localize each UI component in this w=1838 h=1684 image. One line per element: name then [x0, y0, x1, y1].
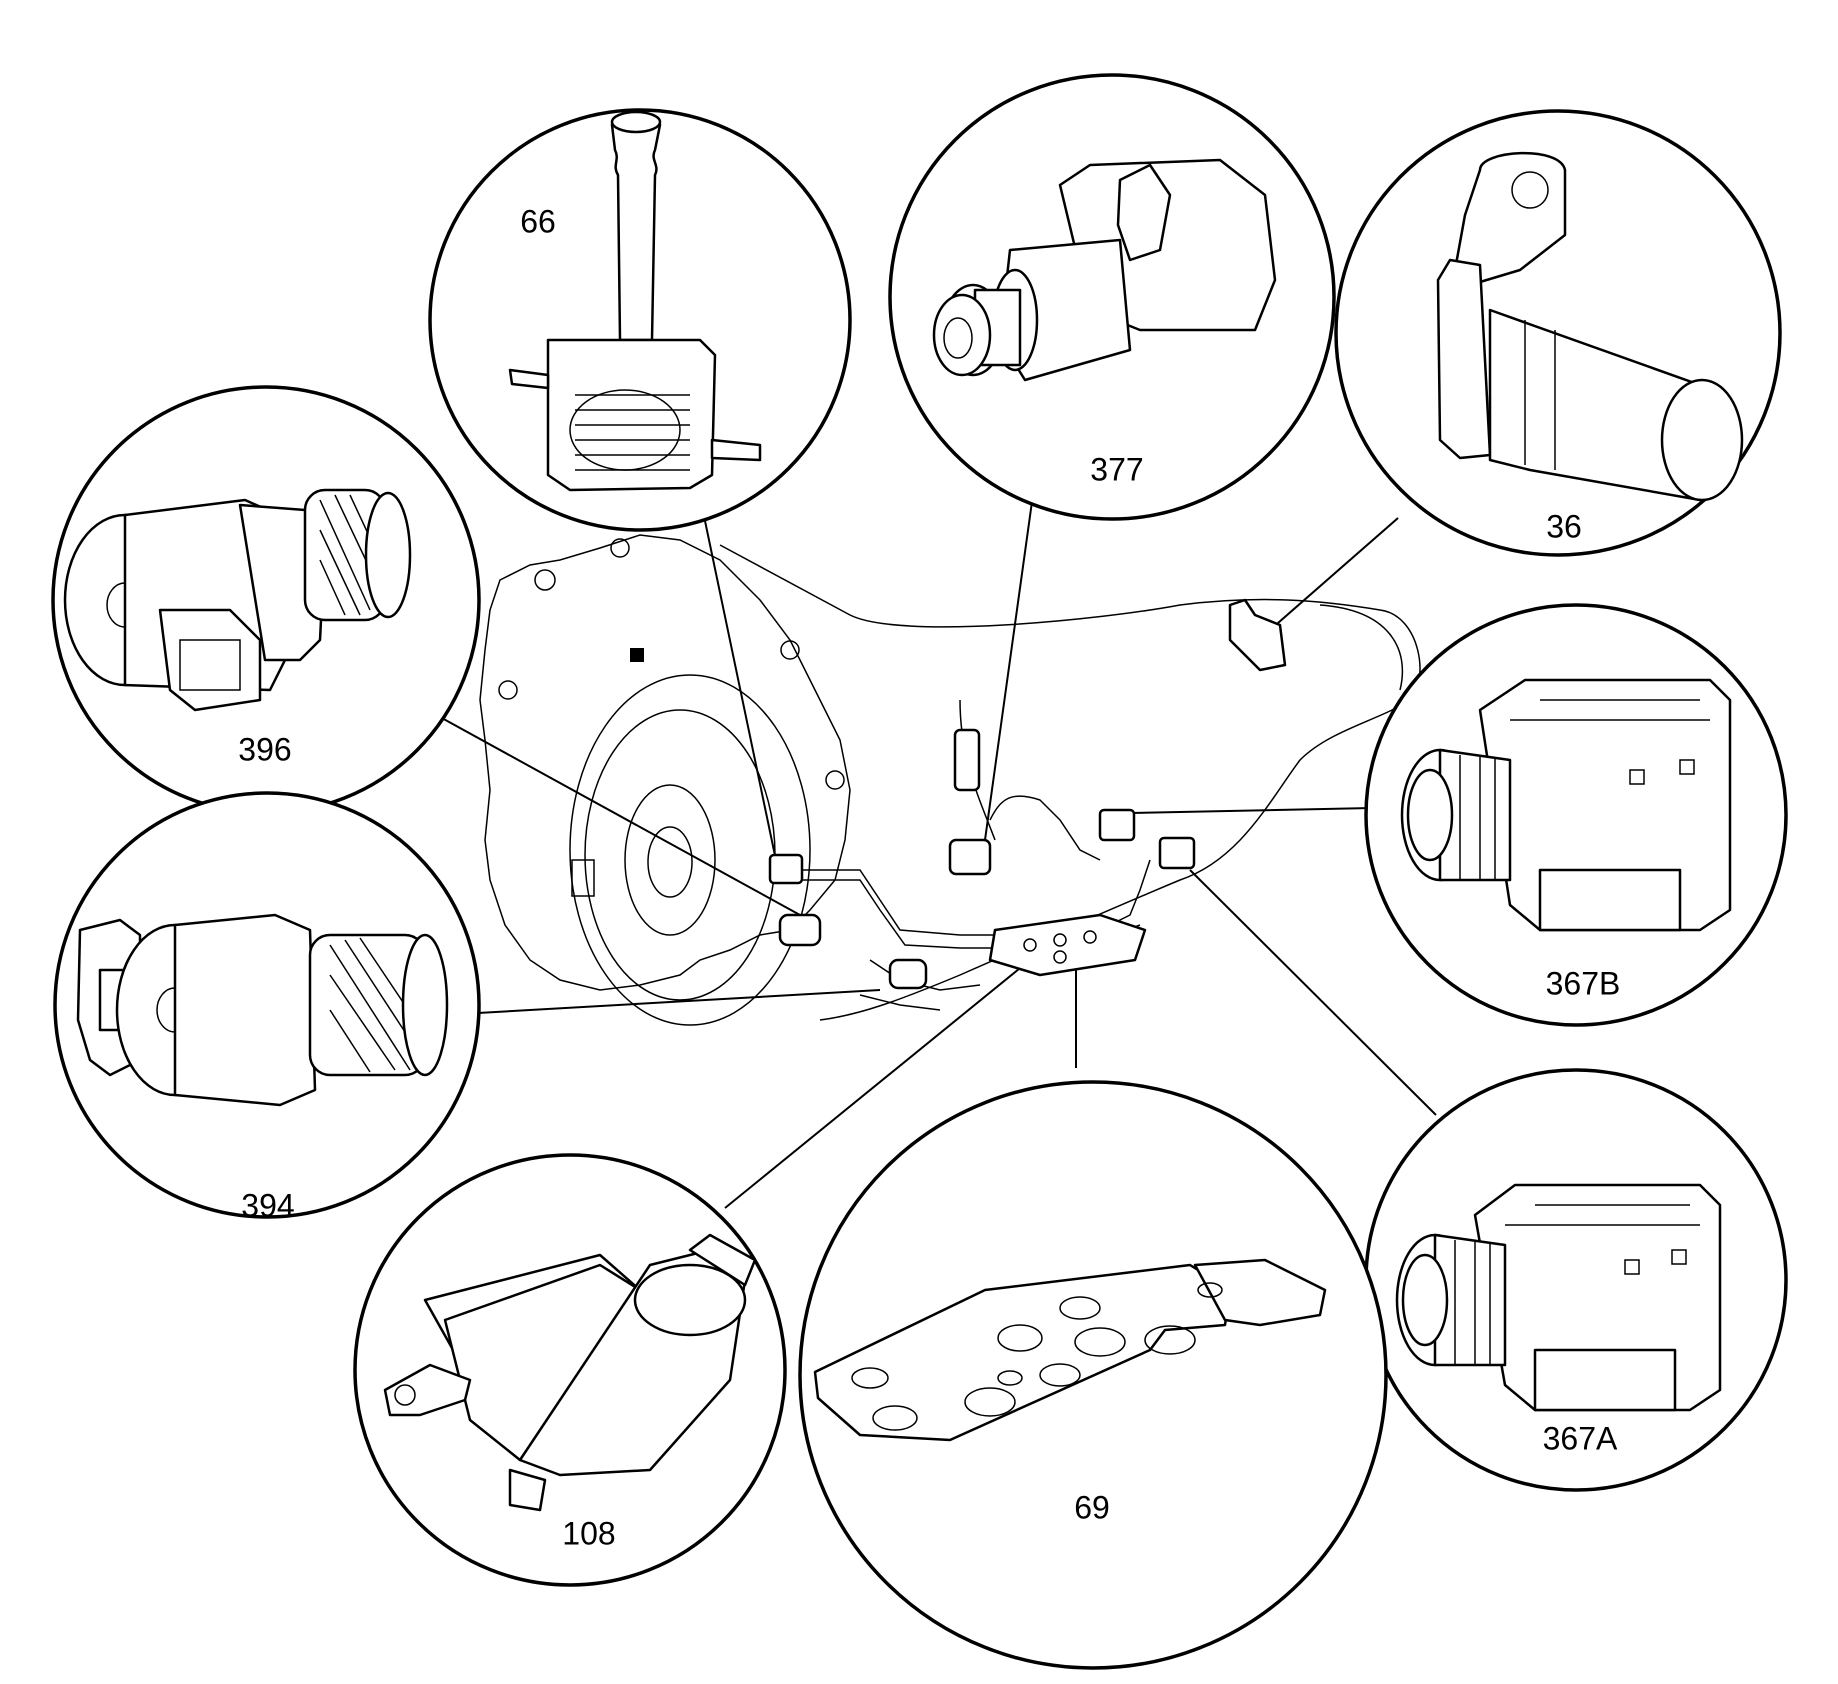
- label-69: 69: [1074, 1489, 1110, 1526]
- label-108: 108: [562, 1515, 616, 1552]
- callout-circle-367A: [1364, 1068, 1788, 1492]
- callout-circle-396: [51, 385, 481, 815]
- leader-36: [1269, 517, 1399, 631]
- leader-394: [477, 989, 881, 1014]
- leader-367A: [1189, 869, 1437, 1116]
- leader-367B: [1129, 807, 1373, 814]
- callout-circle-36: [1334, 109, 1782, 557]
- label-377: 377: [1090, 451, 1144, 488]
- label-367A: 367A: [1542, 1420, 1618, 1457]
- callout-circle-108: [353, 1153, 787, 1587]
- callout-circle-394: [53, 791, 481, 1219]
- callout-circle-377: [888, 73, 1336, 521]
- leader-396: [439, 716, 801, 916]
- label-66: 66: [520, 203, 556, 240]
- callout-circle-367B: [1364, 603, 1788, 1027]
- label-396: 396: [238, 731, 292, 768]
- callout-circle-69: [798, 1080, 1388, 1670]
- solenoid-66-stem: [610, 114, 662, 342]
- leader-108: [724, 959, 1031, 1209]
- transmission-assembly: [479, 534, 1421, 1026]
- leader-66: [699, 496, 779, 871]
- callout-circle-66: [428, 108, 852, 532]
- label-394: 394: [241, 1187, 295, 1224]
- label-367B: 367B: [1545, 965, 1621, 1002]
- label-36: 36: [1546, 508, 1582, 545]
